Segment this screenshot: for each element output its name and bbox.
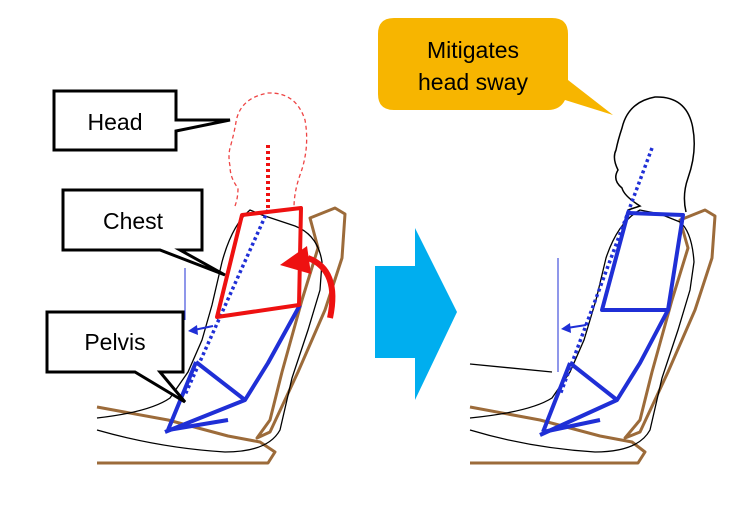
callout-line-2: head sway — [418, 69, 528, 95]
right-figure: Mitigates head sway — [378, 18, 717, 465]
left-chest-box — [215, 206, 303, 319]
transition-arrow-icon — [375, 228, 457, 400]
label-pelvis-box — [45, 310, 187, 404]
right-head-outline — [613, 96, 695, 213]
label-head-text: Head — [88, 109, 143, 135]
left-blue-frame — [164, 304, 302, 434]
left-body-outline — [96, 209, 323, 453]
left-seat-cushion — [96, 405, 277, 465]
left-small-arrow-icon — [188, 325, 214, 335]
left-rotation-arrow-icon — [280, 246, 336, 319]
label-chest: Chest — [61, 188, 226, 277]
label-head-box — [52, 89, 231, 152]
right-body-outline — [469, 209, 695, 453]
callout-mitigates-head-sway: Mitigates head sway — [378, 18, 613, 115]
left-ghost-head — [228, 92, 308, 209]
left-figure: Head Chest Pelvis — [45, 89, 347, 465]
right-seat-backrest — [623, 208, 717, 440]
label-head: Head — [52, 89, 231, 152]
right-small-arrow-icon — [561, 323, 587, 333]
callout-line-1: Mitigates — [427, 37, 519, 63]
right-leg-line — [469, 363, 553, 373]
left-seat — [96, 206, 347, 465]
right-seat — [469, 208, 717, 465]
label-chest-box — [61, 188, 226, 277]
label-pelvis-text: Pelvis — [84, 329, 145, 355]
label-chest-text: Chest — [103, 208, 164, 234]
callout-bubble — [378, 18, 613, 115]
right-spine-dots — [558, 147, 654, 396]
left-seat-backrest — [255, 206, 347, 440]
right-blue-frame — [539, 211, 685, 437]
right-seat-cushion — [469, 405, 647, 465]
label-pelvis: Pelvis — [45, 310, 187, 404]
